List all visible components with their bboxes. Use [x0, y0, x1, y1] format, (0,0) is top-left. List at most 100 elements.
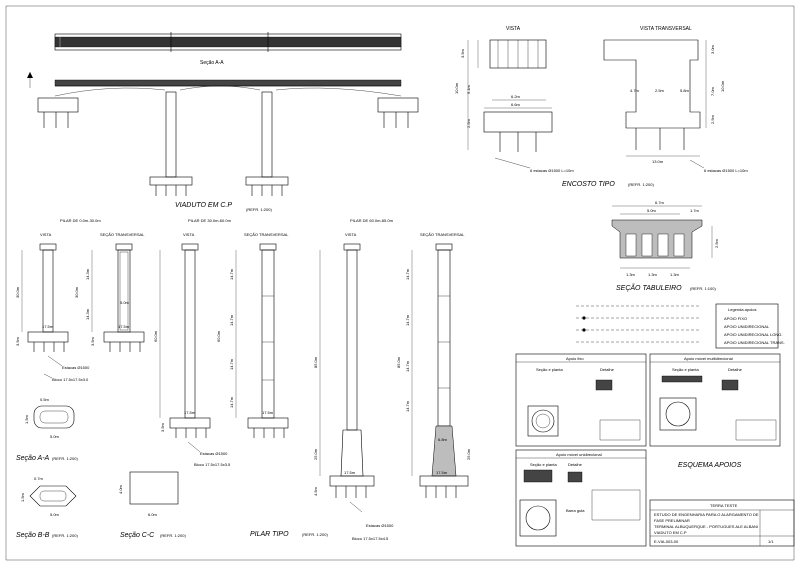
p3-dim-0: 85.0m	[313, 356, 318, 368]
section-cc: 4.0m 6.0m Seção C-C (REFR. 1:200)	[118, 471, 186, 539]
tb-line2: FASE PRELIMINAR	[654, 518, 690, 523]
p3-dim-2: 85.0m	[396, 356, 401, 368]
p1-dim-6: 17.5m	[118, 324, 130, 329]
sec-cc-title: Seção C-C	[120, 532, 155, 539]
p3-dim-11: 4.5m	[313, 486, 318, 496]
pillar-scale: (REFR. 1:200)	[302, 532, 328, 537]
p3-dim-6: 25.0m	[313, 448, 318, 460]
section-aa-top-label: Seção A-A	[200, 60, 224, 66]
sec-bb-dim-2: 5.0m	[50, 512, 60, 517]
p3-dim-9: 17.5m	[344, 470, 356, 475]
bearing-uni-panel: Apoio móvel unidirecional Seção e planta…	[515, 449, 647, 547]
bearing-fixed-panel: Apoio fixo Seção e planta Detalhe	[515, 353, 647, 447]
viaduct-plan: Seção A-A	[54, 32, 402, 66]
p3-dim-3: 14.7m	[405, 314, 410, 326]
tb-line3: TERMINAL ALBUQUERQUE - PORTUGUES ALE ALB…	[654, 524, 758, 529]
abutment-title: ENCOSTO TIPO	[562, 181, 615, 188]
abut-dim-l0: 3.5m	[460, 48, 465, 58]
abut-estacas-left: 6 estacas Ø1500 L=10m	[530, 168, 574, 173]
legend-item-1: APOIO UNIDIRECIONAL	[724, 324, 770, 329]
p3-dim-5: 14.7m	[405, 400, 410, 412]
pier-1	[165, 91, 177, 178]
bearing-uni-title: Apoio móvel unidirecional	[556, 452, 602, 457]
pillar2-secao-label: SEÇÃO TRANSVERSAL	[244, 232, 289, 237]
deck-dim-3: 2.5m	[714, 238, 719, 248]
bearing-title: ESQUEMA APOIOS	[678, 462, 742, 469]
p3-estacas: Estacas Ø1500	[366, 523, 394, 528]
pillar1-vista-label: VISTA	[40, 232, 52, 237]
legend-item-2: APOIO UNIDIRECIONAL LONG.	[724, 332, 783, 337]
abut-dim-l1: 10.0m	[454, 82, 459, 94]
p1-estacas: Estacas Ø1500	[62, 365, 90, 370]
viaduct-title: VIADUTO EM C.P	[175, 202, 232, 209]
p1-bloco: Bloco 17.5x17.5x3.0	[52, 377, 89, 382]
legend-item-0: APOIO FIXO	[724, 316, 747, 321]
abut-dim-r4: 7.0m	[710, 86, 715, 96]
p2-dim-6: 17.5m	[184, 410, 196, 415]
abut-dim-r6: 2.5m	[710, 114, 715, 124]
pillar-group2-label: PILAR DE 30.0m-60.0m	[188, 218, 232, 223]
p2-bloco: Bloco 17.5x17.5x3.5	[194, 462, 231, 467]
sec-aa-title: Seção A-A	[16, 455, 50, 462]
sec-aa-dim-2: 5.0m	[50, 434, 60, 439]
pillar-title: PILAR TIPO	[250, 531, 289, 538]
p2-dim-5: 14.7m	[229, 396, 234, 408]
section-bb: 0.7m 1.5m 5.0m Seção B-B (REFR. 1:200)	[16, 476, 78, 539]
sec-aa-dim-0: 0.5m	[40, 397, 50, 402]
tb-line4: VIADUTO EM C.P	[654, 530, 687, 535]
pillar3-secao-label: SEÇÃO TRANSVERSAL	[420, 232, 465, 237]
p3-dim-1: 14.7m	[405, 268, 410, 280]
abutment-vista-transversal-label: VISTA TRANSVERSAL	[640, 26, 692, 32]
abut-dim-l4: 6.2m	[511, 94, 521, 99]
p1-dim-1: 14.3m	[85, 268, 90, 280]
viaduct-elevation: VIADUTO EM C.P (REFR. 1:200)	[27, 72, 419, 212]
abut-dim-r7: 13.0m	[652, 159, 664, 164]
p1-dim-5: 17.5m	[42, 324, 54, 329]
bearing-legend-title: Legenda apoios	[728, 307, 756, 312]
p3-bloco: Bloco 17.5x17.5x4.5	[352, 536, 389, 541]
bearing-multi-secao: Seção e planta	[672, 367, 699, 372]
bearing-fixed-detalhe: Detalhe	[600, 367, 615, 372]
abut-dim-r0: 3.0m	[710, 44, 715, 54]
p3-dim-8: 6.8m	[438, 437, 448, 442]
deck-scale: (REFR. 1:100)	[690, 286, 716, 291]
p2-estacas: Estacas Ø1500	[200, 451, 228, 456]
company-name: TERRA TESTE	[710, 503, 738, 508]
bearing-fixed-title: Apoio fixo	[566, 356, 584, 361]
sec-aa-scale: (REFR. 1:200)	[52, 456, 78, 461]
p1-dim-0: 30.0m	[15, 286, 20, 298]
abut-estacas-right: 6 estacas Ø1500 L=10m	[704, 168, 748, 173]
pillar-group1-label: PILAR DE 0.0m-30.0m	[60, 218, 101, 223]
abut-dim-l2: 9.1m	[466, 84, 471, 94]
pillar-group3-label: PILAR DE 60.0m-85.0m	[350, 218, 394, 223]
abut-dim-r5: 10.0m	[720, 80, 725, 92]
bearing-fixed-secao: Seção e planta	[536, 367, 563, 372]
abut-dim-l5: 6.6m	[511, 102, 521, 107]
pillar1-secao-label: SEÇÃO TRANSVERSAL	[100, 232, 145, 237]
sec-cc-dim-1: 6.0m	[148, 512, 158, 517]
deck-dim-2: 1.7m	[690, 208, 700, 213]
p2-dim-3: 14.7m	[229, 314, 234, 326]
sec-bb-dim-0: 0.7m	[34, 476, 44, 481]
abut-dim-r3: 5.8m	[680, 88, 690, 93]
viaduct-scale: (REFR. 1:200)	[246, 207, 272, 212]
legend-item-3: APOIO UNIDIRECIONAL TRANS.	[724, 340, 785, 345]
p2-dim-8: 3.5m	[160, 422, 165, 432]
sec-bb-scale: (REFR. 1:200)	[52, 533, 78, 538]
bearing-uni-detalhe: Detalhe	[568, 462, 583, 467]
pillar3-vista-label: VISTA	[345, 232, 357, 237]
abutment-scale: (REFR. 1:200)	[628, 182, 654, 187]
abutment-view: VISTA 3.5m 10.0m 9.1m 2.5m 6.2m 6.6m 6 e…	[454, 26, 574, 173]
p3-dim-10: 17.5m	[436, 470, 448, 475]
p1-dim-7: 3.5m	[15, 336, 20, 346]
pillar-group-1: PILAR DE 0.0m-30.0m VISTA SEÇÃO TRANSVER…	[15, 218, 145, 382]
bearing-legend: Legenda apoios APOIO FIXO APOIO UNIDIREC…	[576, 303, 785, 349]
abutment-transverse: VISTA TRANSVERSAL 3.0m 4.7m 2.5m 5.8m 7.…	[562, 26, 748, 188]
p1-dim-4: 5.0m	[120, 300, 130, 305]
deck-title: SEÇÃO TABULEIRO	[616, 283, 682, 292]
abut-dim-r2: 2.5m	[655, 88, 665, 93]
p2-dim-0: 60.0m	[153, 330, 158, 342]
deck-dim-5: 1.3m	[648, 272, 658, 277]
